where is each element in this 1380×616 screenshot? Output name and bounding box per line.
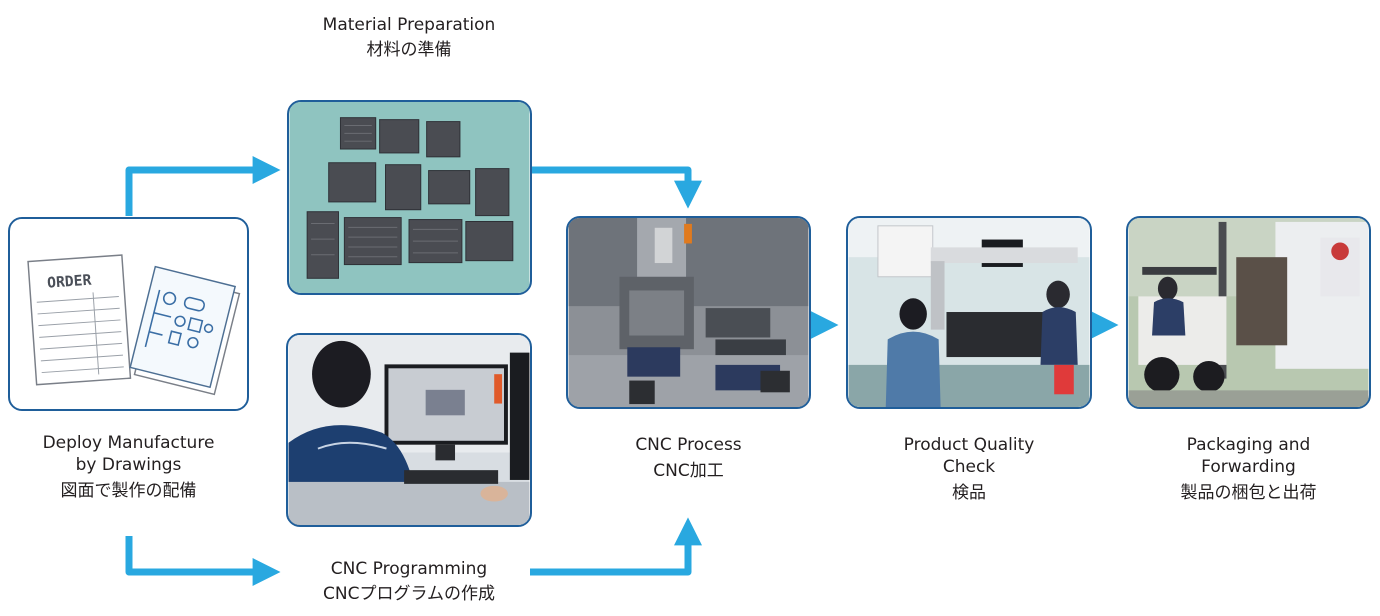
programming-label: CNC Programming CNCプログラムの作成 [286, 558, 532, 605]
cnc-label: CNC Process CNC加工 [566, 434, 811, 482]
packaging-title-jp: 製品の梱包と出荷 [1180, 483, 1317, 503]
arrow-programming-to-cnc [530, 517, 702, 576]
cnc-programming-photo [288, 335, 530, 525]
programming-image-box [286, 333, 532, 527]
packaging-forklift-photo [1128, 218, 1369, 407]
quality-image-box [846, 216, 1092, 409]
arrow-deploy-to-programming [125, 536, 281, 586]
cnc-title-jp: CNC加工 [653, 461, 724, 481]
material-blocks-photo [289, 102, 530, 293]
material-title: Material Preparation [322, 15, 496, 35]
quality-check-photo [848, 218, 1090, 407]
packaging-image-box [1126, 216, 1371, 409]
programming-title-jp: CNCプログラムの作成 [323, 584, 495, 604]
cnc-title: CNC Process [635, 435, 742, 455]
deploy-label: Deploy Manufacture by Drawings 図面で製作の配備 [8, 432, 249, 502]
deploy-image-box: ORDER [8, 217, 249, 411]
deploy-title-line2: by Drawings [75, 455, 182, 475]
cnc-machine-photo [568, 218, 809, 407]
packaging-title-line2: Forwarding [1201, 457, 1296, 477]
quality-label: Product Quality Check 検品 [846, 434, 1092, 504]
order-text: ORDER [47, 272, 92, 292]
quality-title-line1: Product Quality [903, 435, 1035, 455]
arrow-material-to-cnc [532, 166, 702, 209]
packaging-label: Packaging and Forwarding 製品の梱包と出荷 [1126, 434, 1371, 504]
material-image-box [287, 100, 532, 295]
quality-title-jp: 検品 [952, 483, 986, 503]
programming-title: CNC Programming [330, 559, 488, 579]
arrow-deploy-to-material [125, 156, 281, 216]
packaging-title-line1: Packaging and [1186, 435, 1311, 455]
deploy-title-line1: Deploy Manufacture [42, 433, 215, 453]
material-title-jp: 材料の準備 [366, 40, 452, 60]
order-drawings-illustration: ORDER [10, 219, 247, 409]
deploy-title-jp: 図面で製作の配備 [60, 481, 197, 501]
quality-title-line2: Check [942, 457, 996, 477]
cnc-image-box [566, 216, 811, 409]
material-label: Material Preparation 材料の準備 [286, 14, 532, 61]
